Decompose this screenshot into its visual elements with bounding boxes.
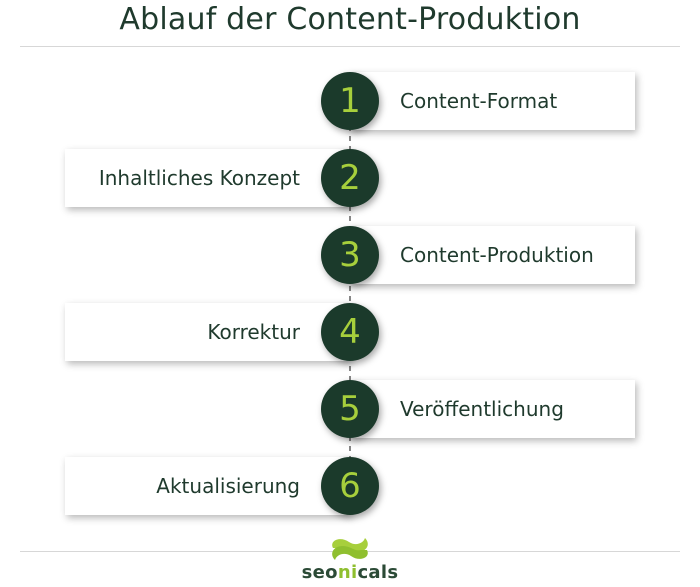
step-4-box: Korrektur [65,303,350,361]
seonicals-logo-icon [332,538,368,560]
step-1-circle: 1 [321,72,379,130]
step-4-number: 4 [339,312,361,352]
top-divider [20,46,680,47]
step-2-circle: 2 [321,149,379,207]
step-1-box: Content-Format [350,72,635,130]
step-3-circle: 3 [321,226,379,284]
timeline-connector [349,126,351,461]
step-6-box: Aktualisierung [65,457,350,515]
step-4-label: Korrektur [207,320,300,344]
step-5-box: Veröffentlichung [350,380,635,438]
logo-wordmark: seonicals [301,562,399,583]
step-5-number: 5 [339,389,361,429]
step-5-label: Veröffentlichung [400,397,564,421]
step-2-number: 2 [339,158,361,198]
step-3-number: 3 [339,235,361,275]
step-6-label: Aktualisierung [156,474,300,498]
step-4-circle: 4 [321,303,379,361]
step-1-number: 1 [339,81,361,121]
step-5-circle: 5 [321,380,379,438]
step-3-box: Content-Produktion [350,226,635,284]
step-3-label: Content-Produktion [400,243,594,267]
step-6-circle: 6 [321,457,379,515]
seonicals-logo: seonicals [0,534,700,583]
step-2-box: Inhaltliches Konzept [65,149,350,207]
step-6-number: 6 [339,466,361,506]
step-2-label: Inhaltliches Konzept [98,166,300,190]
step-1-label: Content-Format [400,89,558,113]
page-title: Ablauf der Content-Produktion [119,2,581,37]
